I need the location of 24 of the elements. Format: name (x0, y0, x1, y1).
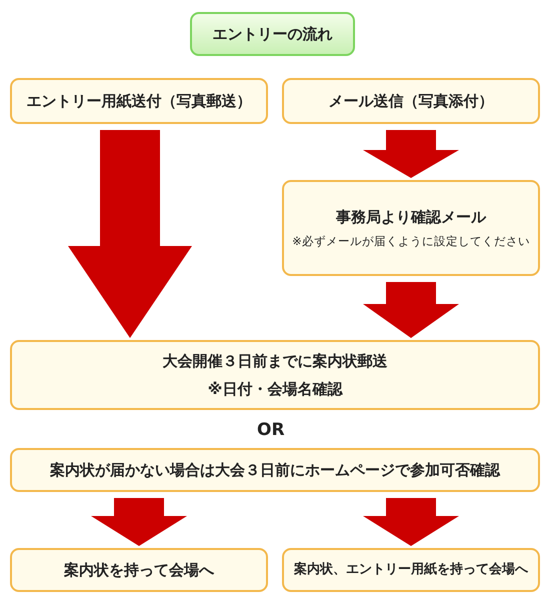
process-box (282, 78, 540, 124)
block-arrow (91, 498, 187, 546)
block-arrow (363, 130, 459, 178)
step-text: 案内状、エントリー用紙を持って会場へ (294, 560, 528, 579)
process-box (10, 448, 540, 492)
process-box (10, 340, 540, 410)
process-box (10, 78, 268, 124)
process-box (10, 548, 268, 592)
title-box (190, 12, 355, 56)
step-text: ※日付・会場名確認 (208, 379, 342, 400)
or-text: OR (257, 420, 285, 440)
step-text: 案内状を持って会場へ (64, 560, 214, 581)
process-box (282, 180, 540, 276)
step-text: 大会開催３日前までに案内状郵送 (162, 351, 388, 372)
step-text: 事務局より確認メール (336, 207, 486, 228)
step-text: メール送信（写真添付） (328, 91, 494, 112)
step-text: エントリー用紙送付（写真郵送） (26, 91, 252, 112)
title-text: エントリーの流れ (212, 24, 332, 45)
block-arrow (68, 130, 192, 338)
block-arrow (363, 282, 459, 338)
note-text: ※必ずメールが届くように設定してください (291, 233, 531, 250)
process-box (282, 548, 540, 592)
step-text: 案内状が届かない場合は大会３日前にホームページで参加可否確認 (50, 460, 500, 481)
block-arrow (363, 498, 459, 546)
